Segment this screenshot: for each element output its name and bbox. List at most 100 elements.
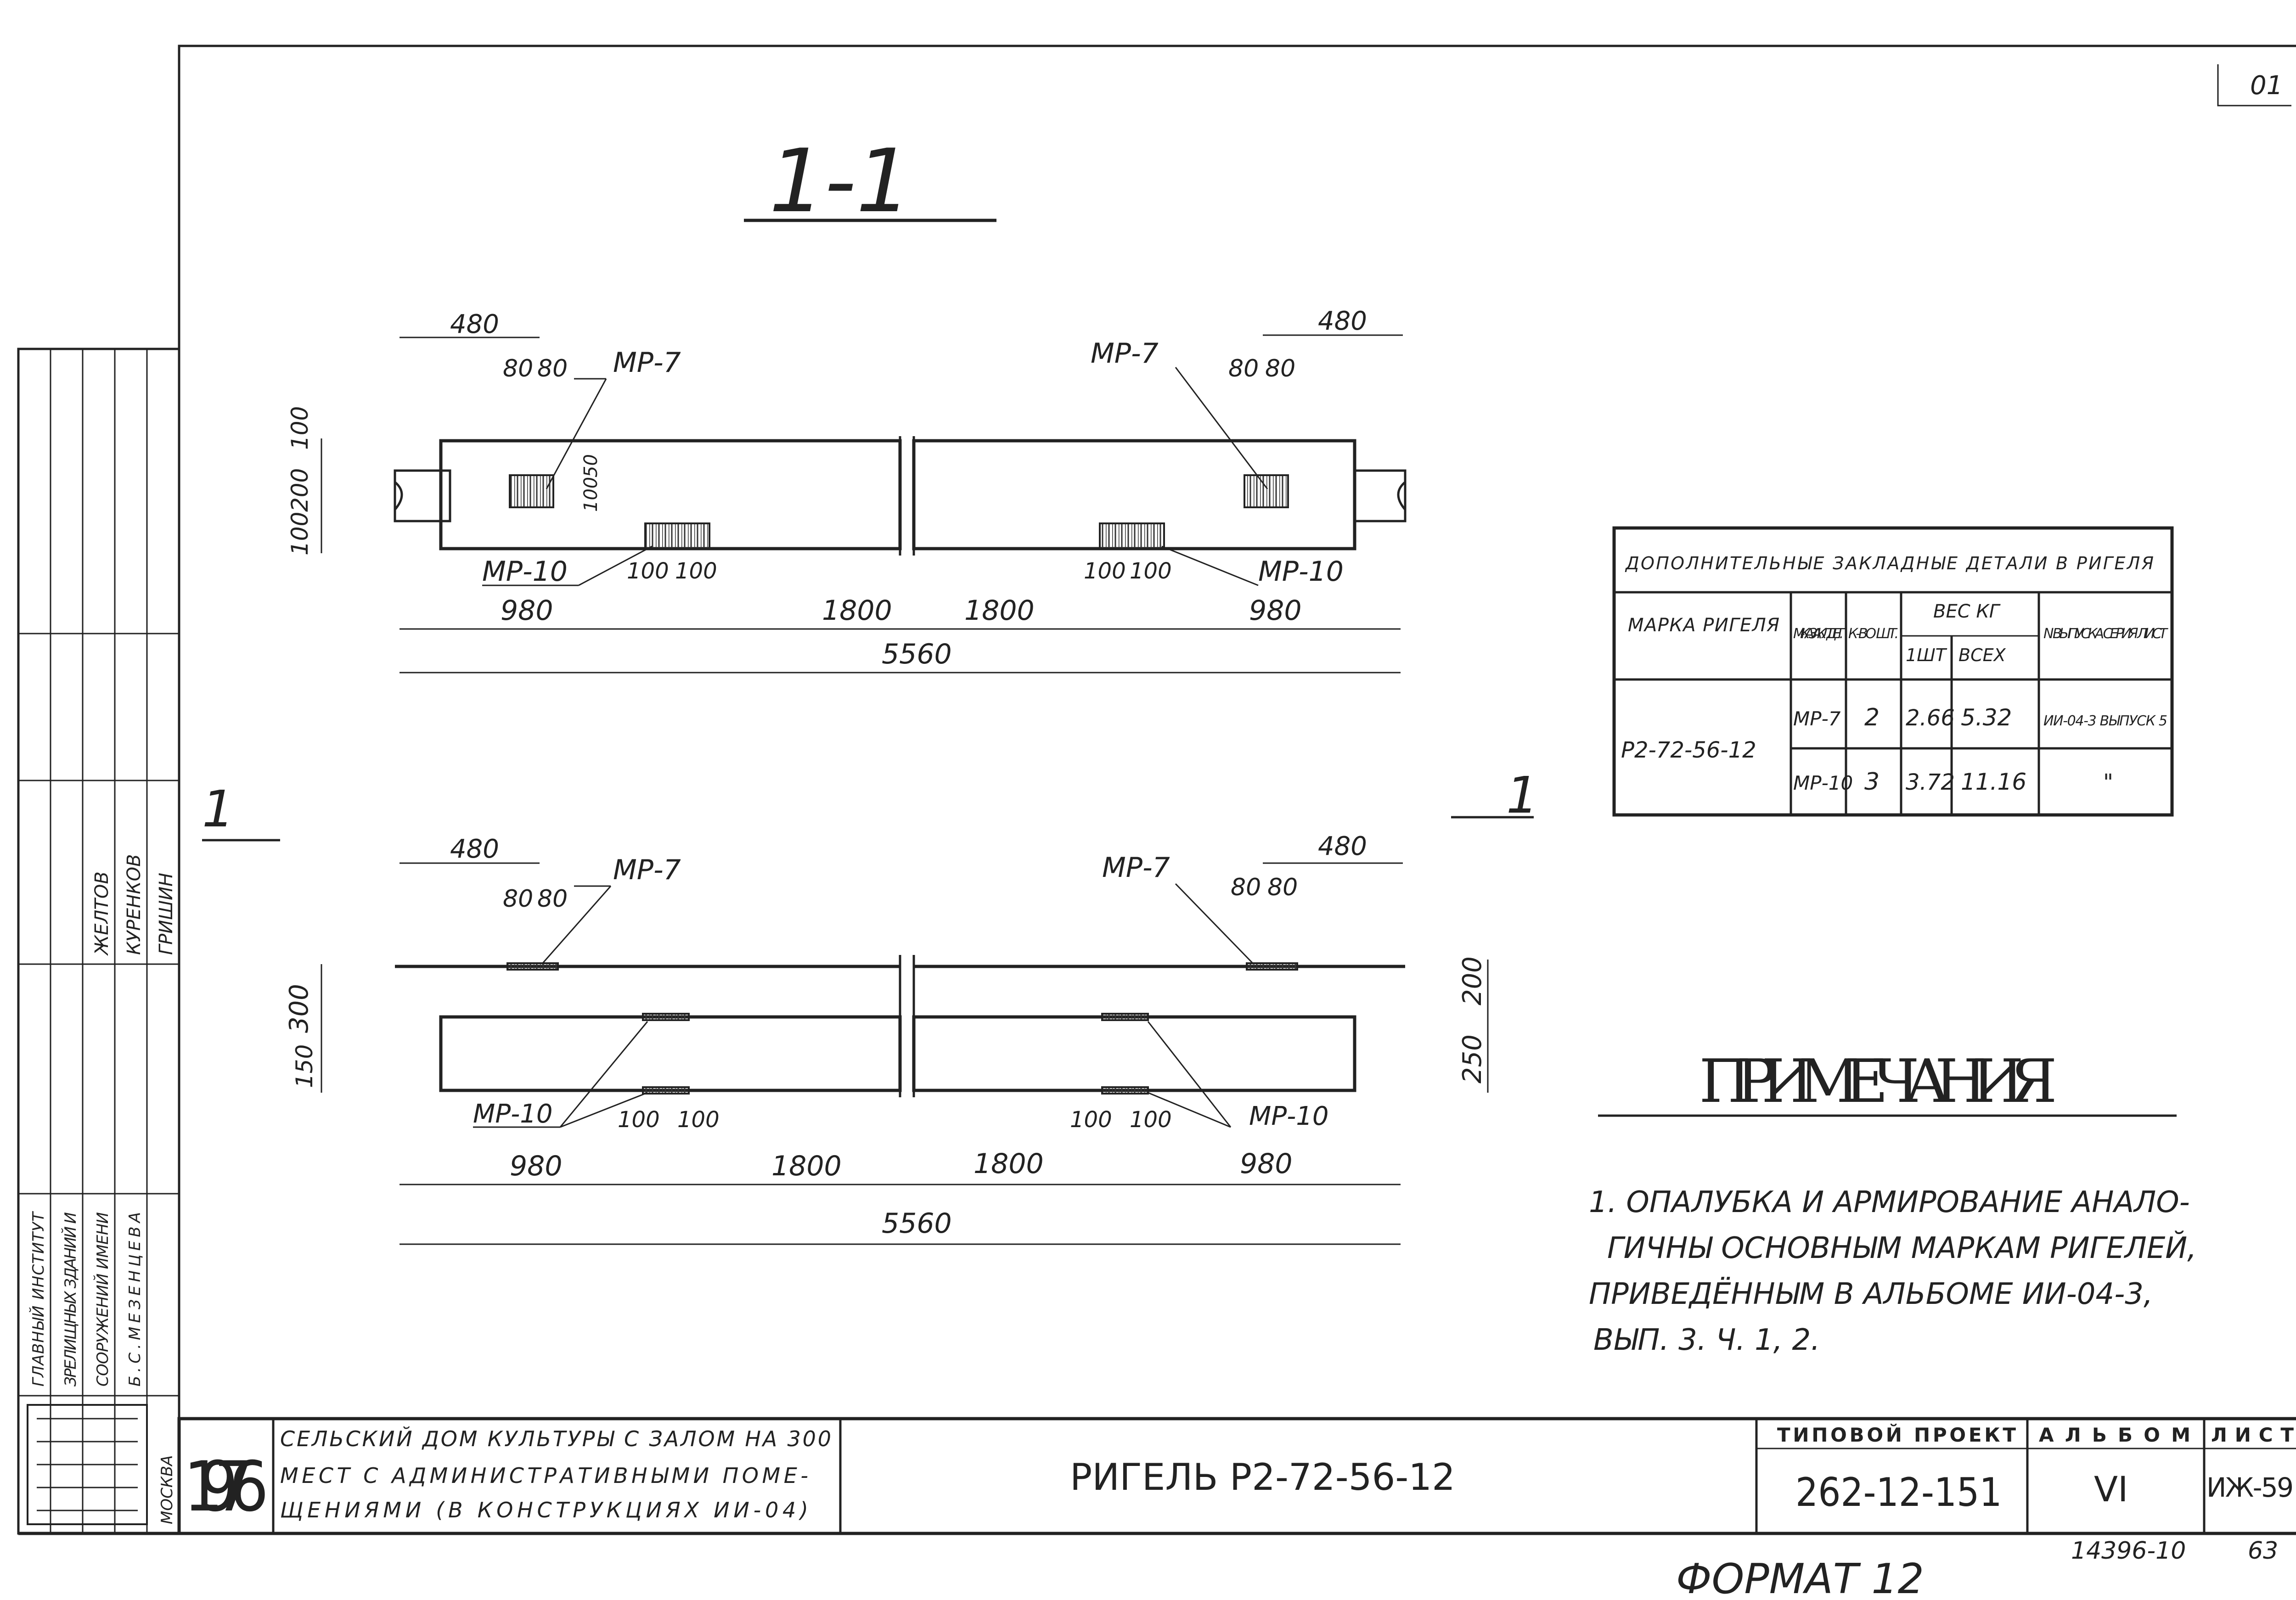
table-header-weight-all: ВСЕХ: [1958, 645, 2006, 665]
leader-line: [1161, 545, 1259, 586]
dim-text: 200: [1458, 956, 1487, 1005]
notes-line: ВЫП. 3. Ч. 1, 2.: [1593, 1323, 1820, 1357]
end-connector-right: [1353, 469, 1407, 522]
dim-text: 100: [618, 1107, 660, 1133]
table-cell: 3.72: [1906, 769, 1955, 795]
table-cell: ": [2103, 769, 2113, 795]
title-block: 1976 СЕЛЬСКИЙ ДОМ КУЛЬТУРЫ С ЗАЛОМ НА 30…: [177, 1417, 2296, 1535]
leader-line: [559, 1021, 648, 1128]
dim-text: 480: [450, 834, 499, 864]
stamp-city: МОСКВА: [158, 1455, 176, 1524]
dim-text: 100: [677, 1107, 720, 1133]
dim-text: 80: [1228, 355, 1259, 382]
embed-mp10-2: [1099, 522, 1165, 550]
stamp-org: ЗРЕЛИЩНЫХ ЗДАНИЙ И: [61, 1212, 80, 1387]
dim-text: 480: [1318, 306, 1367, 336]
leader-line: [1148, 1092, 1231, 1128]
dim-text: 80: [503, 885, 533, 913]
dim-text: 100: [287, 406, 313, 450]
dim-text: 80: [1267, 874, 1298, 901]
table-header-detail: М-КА ЗАКЛ ДЕТ.: [1793, 626, 1846, 642]
dim-text: 100: [287, 512, 313, 556]
dim-text: 80: [1231, 874, 1261, 901]
overall-length: 5560: [882, 1207, 952, 1240]
part-label: МР-10: [482, 556, 568, 588]
notes-line: 1. ОПАЛУБКА И АРМИРОВАНИЕ АНАЛО-: [1589, 1185, 2190, 1219]
embed-mp7-left: [509, 474, 554, 508]
table-cell: 3: [1864, 768, 1880, 796]
section-marker-right: 1: [1506, 766, 1538, 825]
sheet-corner-mark: 01: [2250, 71, 2283, 101]
typical-project-number: 262-12-151: [1795, 1470, 2002, 1516]
dim-text: 980: [510, 1150, 563, 1182]
album-number: VI: [2094, 1469, 2128, 1510]
dim-text: 80: [537, 885, 568, 913]
dim-text: 250: [1458, 1034, 1487, 1084]
table-header-mark: МАРКА РИГЕЛЯ: [1628, 615, 1779, 636]
overall-length: 5560: [882, 638, 952, 670]
stamp-org: ГЛАВНЫЙ ИНСТИТУТ: [29, 1211, 48, 1387]
beam-body-right: [912, 1015, 1356, 1092]
stamp-name: ГРИШИН: [156, 873, 177, 955]
drawing-title: РИГЕЛЬ Р2-72-56-12: [1070, 1456, 1455, 1499]
table-cell: 2: [1864, 704, 1880, 731]
project-desc: МЕСТ С АДМИНИСТРАТИВНЫМИ ПОМЕ-: [280, 1463, 808, 1488]
embed-mp10-bottom-2: [1101, 1086, 1149, 1095]
notes-line: ГИЧНЫ ОСНОВНЫМ МАРКАМ РИГЕЛЕЙ,: [1607, 1230, 2197, 1265]
table-cell: МР-10: [1793, 772, 1853, 794]
dim-text: 80: [537, 355, 568, 382]
table-header-count: К-ВО ШТ.: [1848, 626, 1899, 642]
break-lines: [899, 955, 915, 1097]
stamp-org: Б.С.МЕЗЕНЦЕВА: [126, 1212, 144, 1387]
embedded-parts-table: ДОПОЛНИТЕЛЬНЫЕ ЗАКЛАДНЫЕ ДЕТАЛИ В РИГЕЛЯ…: [1612, 526, 2174, 817]
dim-text: 980: [1249, 595, 1302, 627]
table-beam-mark: Р2-72-56-12: [1621, 737, 1756, 763]
part-label: МР-10: [473, 1099, 553, 1129]
part-label: МР-7: [613, 854, 681, 886]
embed-mp10-bottom-1: [642, 1086, 690, 1095]
dim-text: 80: [1265, 355, 1295, 382]
notes: ПРИМЕЧАНИЯ 1. ОПАЛУБКА И АРМИРОВАНИЕ АНА…: [1589, 1046, 2197, 1357]
part-label: МР-7: [613, 347, 681, 379]
table-header-weight-one: 1ШТ: [1906, 645, 1947, 665]
dim-text: 480: [1318, 831, 1367, 861]
notes-heading: ПРИМЕЧАНИЯ: [1699, 1046, 2057, 1116]
beam-body-left: [439, 1015, 902, 1092]
bottom-view: 480 480 80 80 80 80 МР-7 МР-7 300 150 20…: [284, 831, 1489, 1245]
stamp-name: КУРЕНКОВ: [124, 854, 145, 955]
page-number: 63: [2248, 1537, 2278, 1565]
dim-text: 100: [675, 558, 717, 584]
institute-logo: [27, 1404, 148, 1525]
stamp-name: ЖЕЛТОВ: [91, 871, 113, 956]
leader-line: [1175, 883, 1255, 965]
section-marker-left: 1: [202, 780, 234, 838]
table-cell: 11.16: [1961, 769, 2026, 795]
table-cell: ИИ-04-3 ВЫПУСК 5: [2043, 713, 2167, 729]
side-stamp: ГЛАВНЫЙ ИНСТИТУТ ЗРЕЛИЩНЫХ ЗДАНИЙ И СООР…: [17, 348, 180, 1535]
leader-line: [541, 886, 612, 965]
dim-text: 980: [1240, 1148, 1293, 1180]
part-label: МР-10: [1258, 556, 1344, 588]
sheet-number: ИЖ-59: [2206, 1472, 2294, 1503]
dim-text: 200: [287, 468, 313, 512]
dim-text: 480: [450, 309, 499, 339]
institute-logo-lines: [37, 1418, 138, 1511]
project-desc: ЩЕНИЯМИ (В КОНСТРУКЦИЯХ ИИ-04): [280, 1498, 808, 1522]
section-title: 1-1: [769, 130, 912, 232]
embed-mp10-top-1: [642, 1013, 690, 1021]
dim-text: 150: [291, 1044, 318, 1088]
dim-text: 50: [580, 454, 602, 477]
dim-text: 100: [627, 558, 669, 584]
dim-text: 100: [1130, 558, 1172, 584]
dim-text: 1800: [771, 1150, 842, 1182]
part-label: МР-10: [1249, 1101, 1329, 1131]
leader-line: [578, 545, 653, 586]
end-connector-left: [394, 469, 451, 522]
dim-text: 980: [501, 595, 553, 627]
dim-text: 80: [503, 355, 533, 382]
side-stamp-frame: [17, 348, 180, 1535]
order-number: 14396-10: [2071, 1537, 2186, 1565]
leader-line: [1147, 1021, 1232, 1128]
dim-text: 1800: [822, 595, 892, 627]
